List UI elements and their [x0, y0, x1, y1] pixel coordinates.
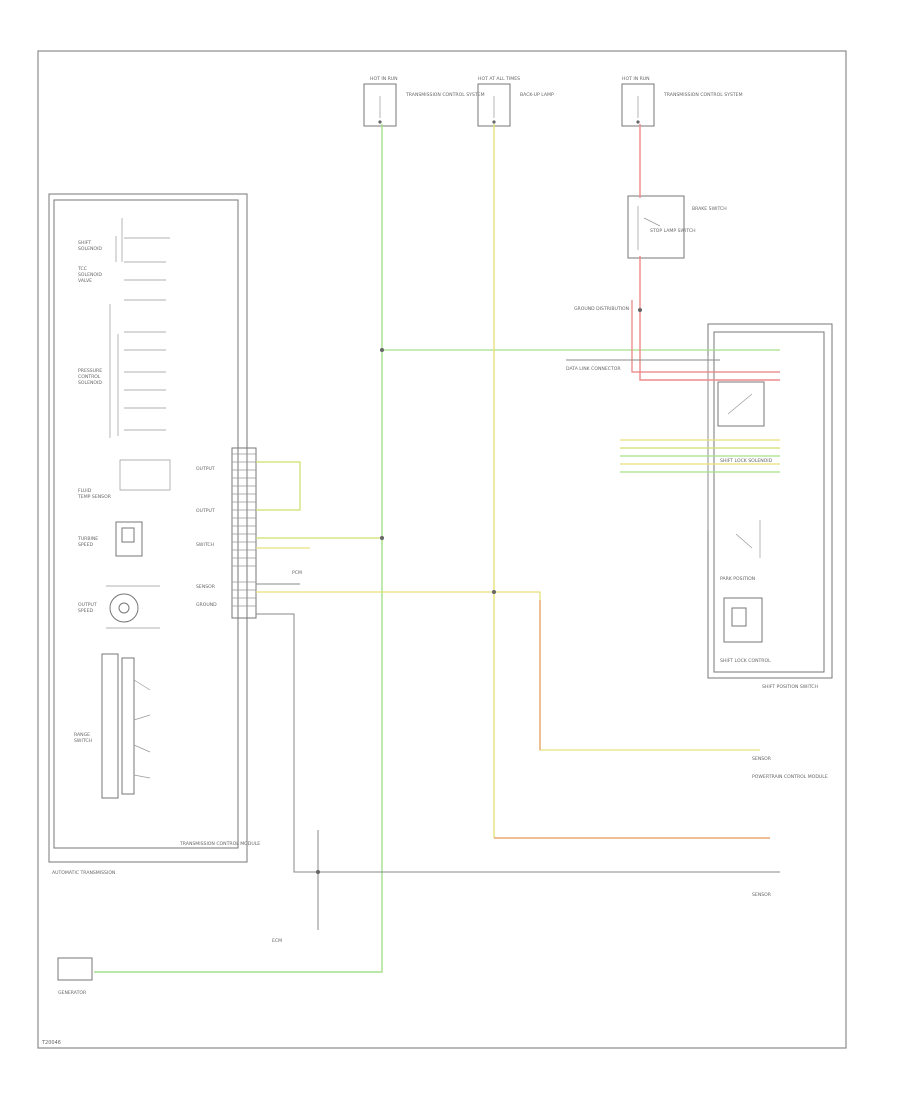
svg-text:GROUND: GROUND — [196, 602, 217, 608]
stop-lamp-label: STOP LAMP SWITCH — [650, 228, 696, 234]
wire-red-2 — [639, 256, 780, 381]
data-link-label: DATA LINK CONNECTOR — [566, 366, 621, 372]
wires — [94, 124, 780, 973]
svg-text:PRESSURE: PRESSURE — [78, 368, 102, 374]
svg-text:SWITCH: SWITCH — [196, 542, 214, 548]
svg-text:SOLENOID: SOLENOID — [78, 380, 102, 386]
tcm-connector: OUTPUT OUTPUT SWITCH SENSOR GROUND — [196, 447, 257, 619]
solenoid-pack: SHIFT SOLENOID TCC SOLENOID VALVE PRESSU… — [77, 218, 170, 438]
svg-text:OUTPUT: OUTPUT — [78, 602, 97, 608]
svg-text:FLUID: FLUID — [78, 488, 92, 494]
fuse-b: HOT AT ALL TIMES BACK-UP LAMP — [477, 76, 554, 127]
svg-text:RANGE: RANGE — [74, 732, 90, 738]
tcm-label: TRANSMISSION CONTROL MODULE — [179, 841, 260, 847]
svg-text:VALVE: VALVE — [78, 278, 92, 284]
stop-lamp-switch: STOP LAMP SWITCH BRAKE SWITCH — [627, 195, 727, 259]
svg-text:SPEED: SPEED — [78, 542, 93, 548]
ground-distribution-label: GROUND DISTRIBUTION — [574, 306, 629, 312]
transmission-assembly: TRANSMISSION CONTROL MODULE AUTOMATIC TR… — [48, 193, 260, 876]
speed-sensors: FLUID TEMP SENSOR TURBINE SPEED OUTPUT S… — [77, 459, 171, 629]
transmission-label: AUTOMATIC TRANSMISSION — [52, 870, 115, 876]
sensor-a-label: SENSOR — [752, 756, 772, 762]
svg-text:TEMP SENSOR: TEMP SENSOR — [77, 494, 112, 500]
svg-text:SPEED: SPEED — [78, 608, 93, 614]
shift-position-label: SHIFT POSITION SWITCH — [762, 684, 818, 690]
generator-label: GENERATOR — [58, 990, 87, 996]
fuse-a-label: HOT IN RUN — [370, 76, 398, 82]
wire-yellow-2 — [256, 591, 760, 751]
shift-module: SHIFT LOCK SOLENOID PARK POSITION SHIFT … — [707, 323, 833, 690]
svg-text:OUTPUT: OUTPUT — [196, 466, 215, 472]
wire-tcm-out-1 — [256, 461, 301, 511]
brake-switch-label: BRAKE SWITCH — [692, 206, 727, 212]
generator: GENERATOR — [57, 957, 93, 996]
diagram-frame — [37, 50, 847, 1049]
splices — [316, 308, 642, 874]
park-position-label: PARK POSITION — [720, 576, 755, 582]
fuse-b-label: HOT AT ALL TIMES — [478, 76, 520, 82]
wire-gray-1 — [256, 613, 780, 873]
svg-text:TCC: TCC — [77, 266, 87, 272]
ecm-note: ECM — [272, 938, 282, 944]
fuse-c: HOT IN RUN TRANSMISSION CONTROL SYSTEM — [621, 76, 743, 127]
wire-green-main — [94, 124, 383, 973]
svg-text:SOLENOID: SOLENOID — [78, 272, 102, 278]
svg-text:TURBINE: TURBINE — [77, 536, 98, 542]
shift-lock-control-label: SHIFT LOCK CONTROL — [720, 658, 771, 664]
shift-lock-label: SHIFT LOCK SOLENOID — [720, 458, 773, 464]
fuse-b-desc: BACK-UP LAMP — [520, 92, 554, 98]
figure-code: T20046 — [41, 1040, 61, 1046]
svg-text:SENSOR: SENSOR — [196, 584, 216, 590]
range-switch: RANGE SWITCH — [74, 653, 151, 799]
svg-text:CONTROL: CONTROL — [78, 374, 101, 380]
fuse-a: HOT IN RUN TRANSMISSION CONTROL SYSTEM — [363, 76, 485, 127]
svg-text:SWITCH: SWITCH — [74, 738, 92, 744]
svg-text:SOLENOID: SOLENOID — [78, 246, 102, 252]
pcm-note: PCM — [292, 570, 302, 576]
fuse-c-desc: TRANSMISSION CONTROL SYSTEM — [663, 92, 743, 98]
fuse-c-label: HOT IN RUN — [622, 76, 650, 82]
pcm-label: POWERTRAIN CONTROL MODULE — [752, 774, 828, 780]
svg-text:SHIFT: SHIFT — [78, 240, 91, 246]
svg-text:OUTPUT: OUTPUT — [196, 508, 215, 514]
sensor-b-label: SENSOR — [752, 892, 772, 898]
fuse-a-desc: TRANSMISSION CONTROL SYSTEM — [405, 92, 485, 98]
wire-red-3 — [631, 300, 780, 373]
